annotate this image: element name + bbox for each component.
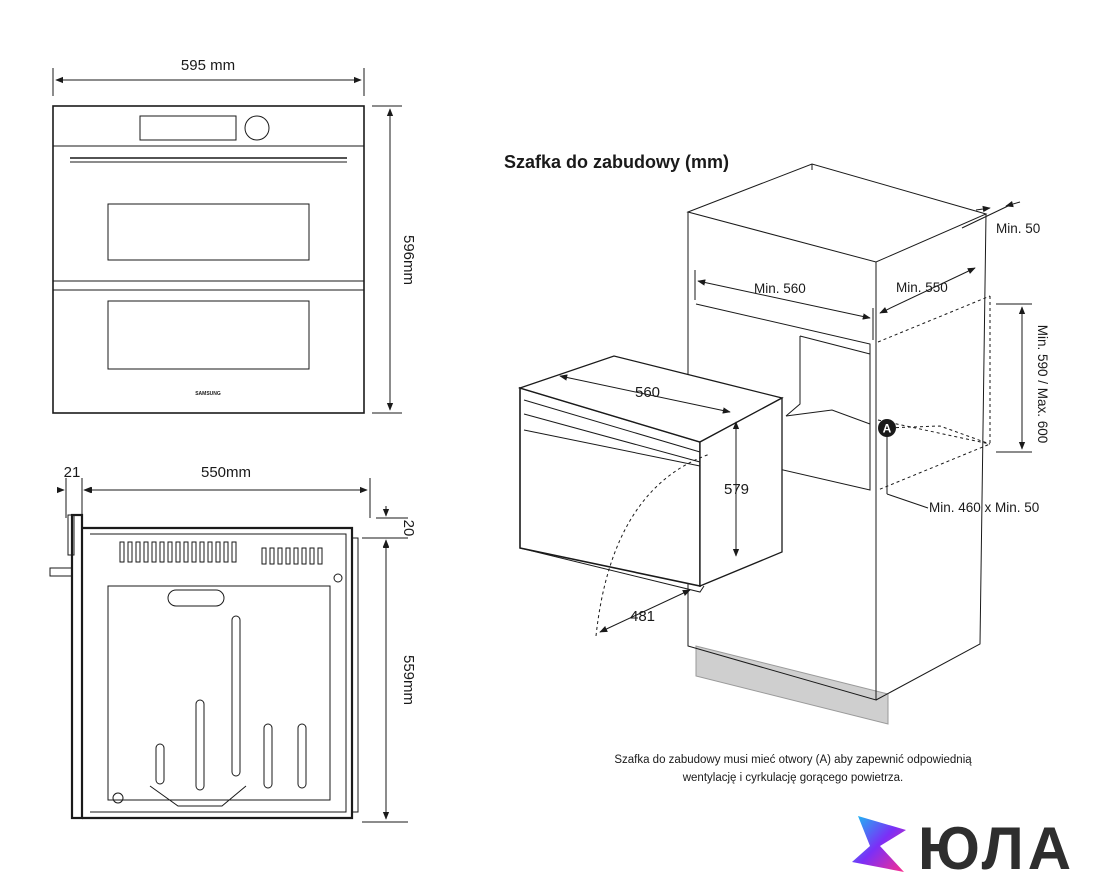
height-range-label: Min. 590 / Max. 600 (1035, 325, 1050, 444)
opening-size-label: Min. 460 x Min. 50 (929, 500, 1039, 515)
side-view: 21 550mm (49, 464, 417, 823)
yula-logo (852, 816, 906, 872)
yula-logo-icon (852, 816, 906, 872)
note-line-2: wentylację i cyrkulację gorącego powietr… (682, 772, 904, 784)
oven-depth-label: 481 (630, 608, 655, 625)
oven-width-dimension-line (559, 374, 731, 414)
side-height-label: 559mm (400, 655, 417, 705)
cabinet-view: Szafka do zabudowy (mm) Min. 50 Min. 560… (504, 152, 1050, 784)
front-height-label: 596mm (400, 235, 417, 285)
min-depth-dimension-line (879, 267, 976, 314)
side-body (82, 526, 354, 820)
opening-a-marker (878, 419, 896, 437)
oven-front-outline (52, 105, 365, 414)
min-back-label: Min. 50 (996, 221, 1040, 236)
min-width-dimension-line (697, 279, 871, 320)
note-line-1: Szafka do zabudowy musi mieć otwory (A) … (614, 754, 972, 766)
side-depth-label: 550mm (201, 464, 251, 481)
min-depth-label: Min. 550 (896, 280, 948, 295)
oven-height-label: 579 (724, 481, 749, 498)
front-view: 595 mm SAMSUNG 596mm (52, 57, 417, 414)
control-display (139, 115, 237, 141)
brand-label: SAMSUNG (195, 391, 221, 397)
cabinet-top (686, 163, 988, 263)
door-depth-label: 21 (64, 464, 81, 481)
cabinet-plinth (695, 645, 889, 725)
control-knob (244, 115, 270, 141)
top-offset-label: 20 (400, 520, 417, 537)
front-width-label: 595 mm (181, 57, 235, 74)
lower-window (107, 300, 310, 370)
side-door (70, 513, 84, 820)
oven-depth-dimension-line (599, 589, 691, 633)
upper-window (107, 203, 310, 261)
vent-slots (119, 541, 323, 565)
side-handle (49, 567, 73, 577)
cabinet-title: Szafka do zabudowy (mm) (504, 152, 729, 172)
min-width-label: Min. 560 (754, 281, 806, 296)
oven-width-label: 560 (635, 384, 660, 401)
yula-logo-text: ЮЛА (918, 815, 1076, 882)
opening-a-label: A (883, 422, 892, 436)
